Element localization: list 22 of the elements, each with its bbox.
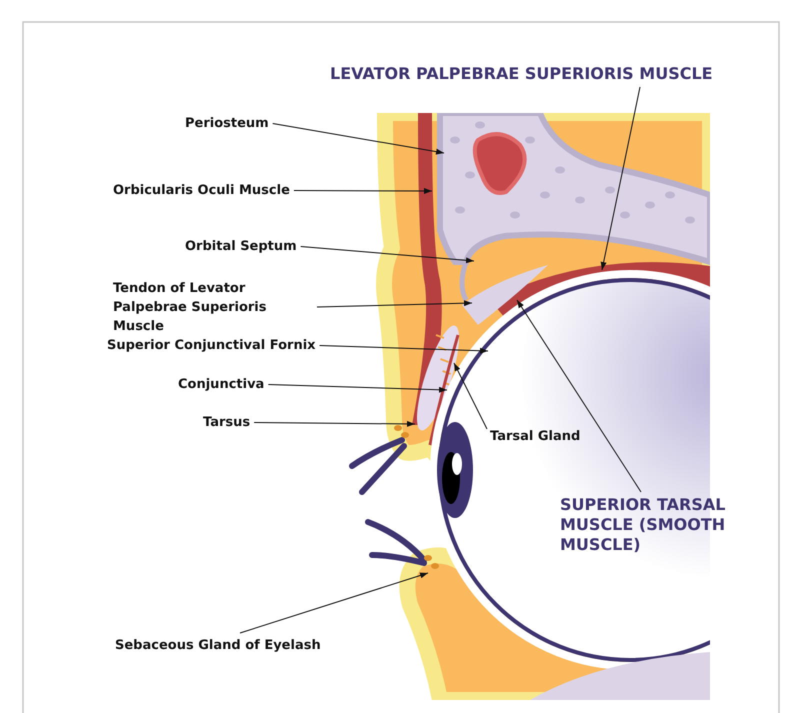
anatomy-label: Conjunctiva	[178, 375, 264, 394]
anatomy-label: Orbicularis Oculi Muscle	[113, 181, 290, 200]
leader-line	[268, 384, 448, 393]
leader-line	[300, 246, 474, 264]
leader-line	[240, 572, 428, 634]
leader-line	[254, 420, 416, 427]
anatomy-label: Periosteum	[185, 114, 269, 133]
anatomy-label: LEVATOR PALPEBRAE SUPERIORIS MUSCLE	[330, 64, 713, 84]
anatomy-label: Orbital Septum	[185, 237, 297, 256]
leader-line	[600, 86, 640, 270]
anatomy-label: Tarsal Gland	[490, 427, 580, 446]
leader-line	[454, 362, 488, 430]
anatomy-label: Superior Conjunctival Fornix	[107, 336, 316, 355]
anatomy-label: Tarsus	[203, 413, 250, 432]
leader-line	[319, 345, 488, 354]
anatomy-label: Tendon of Levator Palpebrae Superioris Muscle	[113, 279, 313, 336]
leader-line	[272, 123, 444, 155]
leader-line	[516, 300, 642, 492]
anatomy-label: SUPERIOR TARSAL MUSCLE (SMOOTH MUSCLE)	[560, 495, 750, 555]
leader-line	[293, 188, 432, 194]
anatomy-label: Sebaceous Gland of Eyelash	[115, 636, 321, 655]
leader-line	[316, 300, 472, 308]
